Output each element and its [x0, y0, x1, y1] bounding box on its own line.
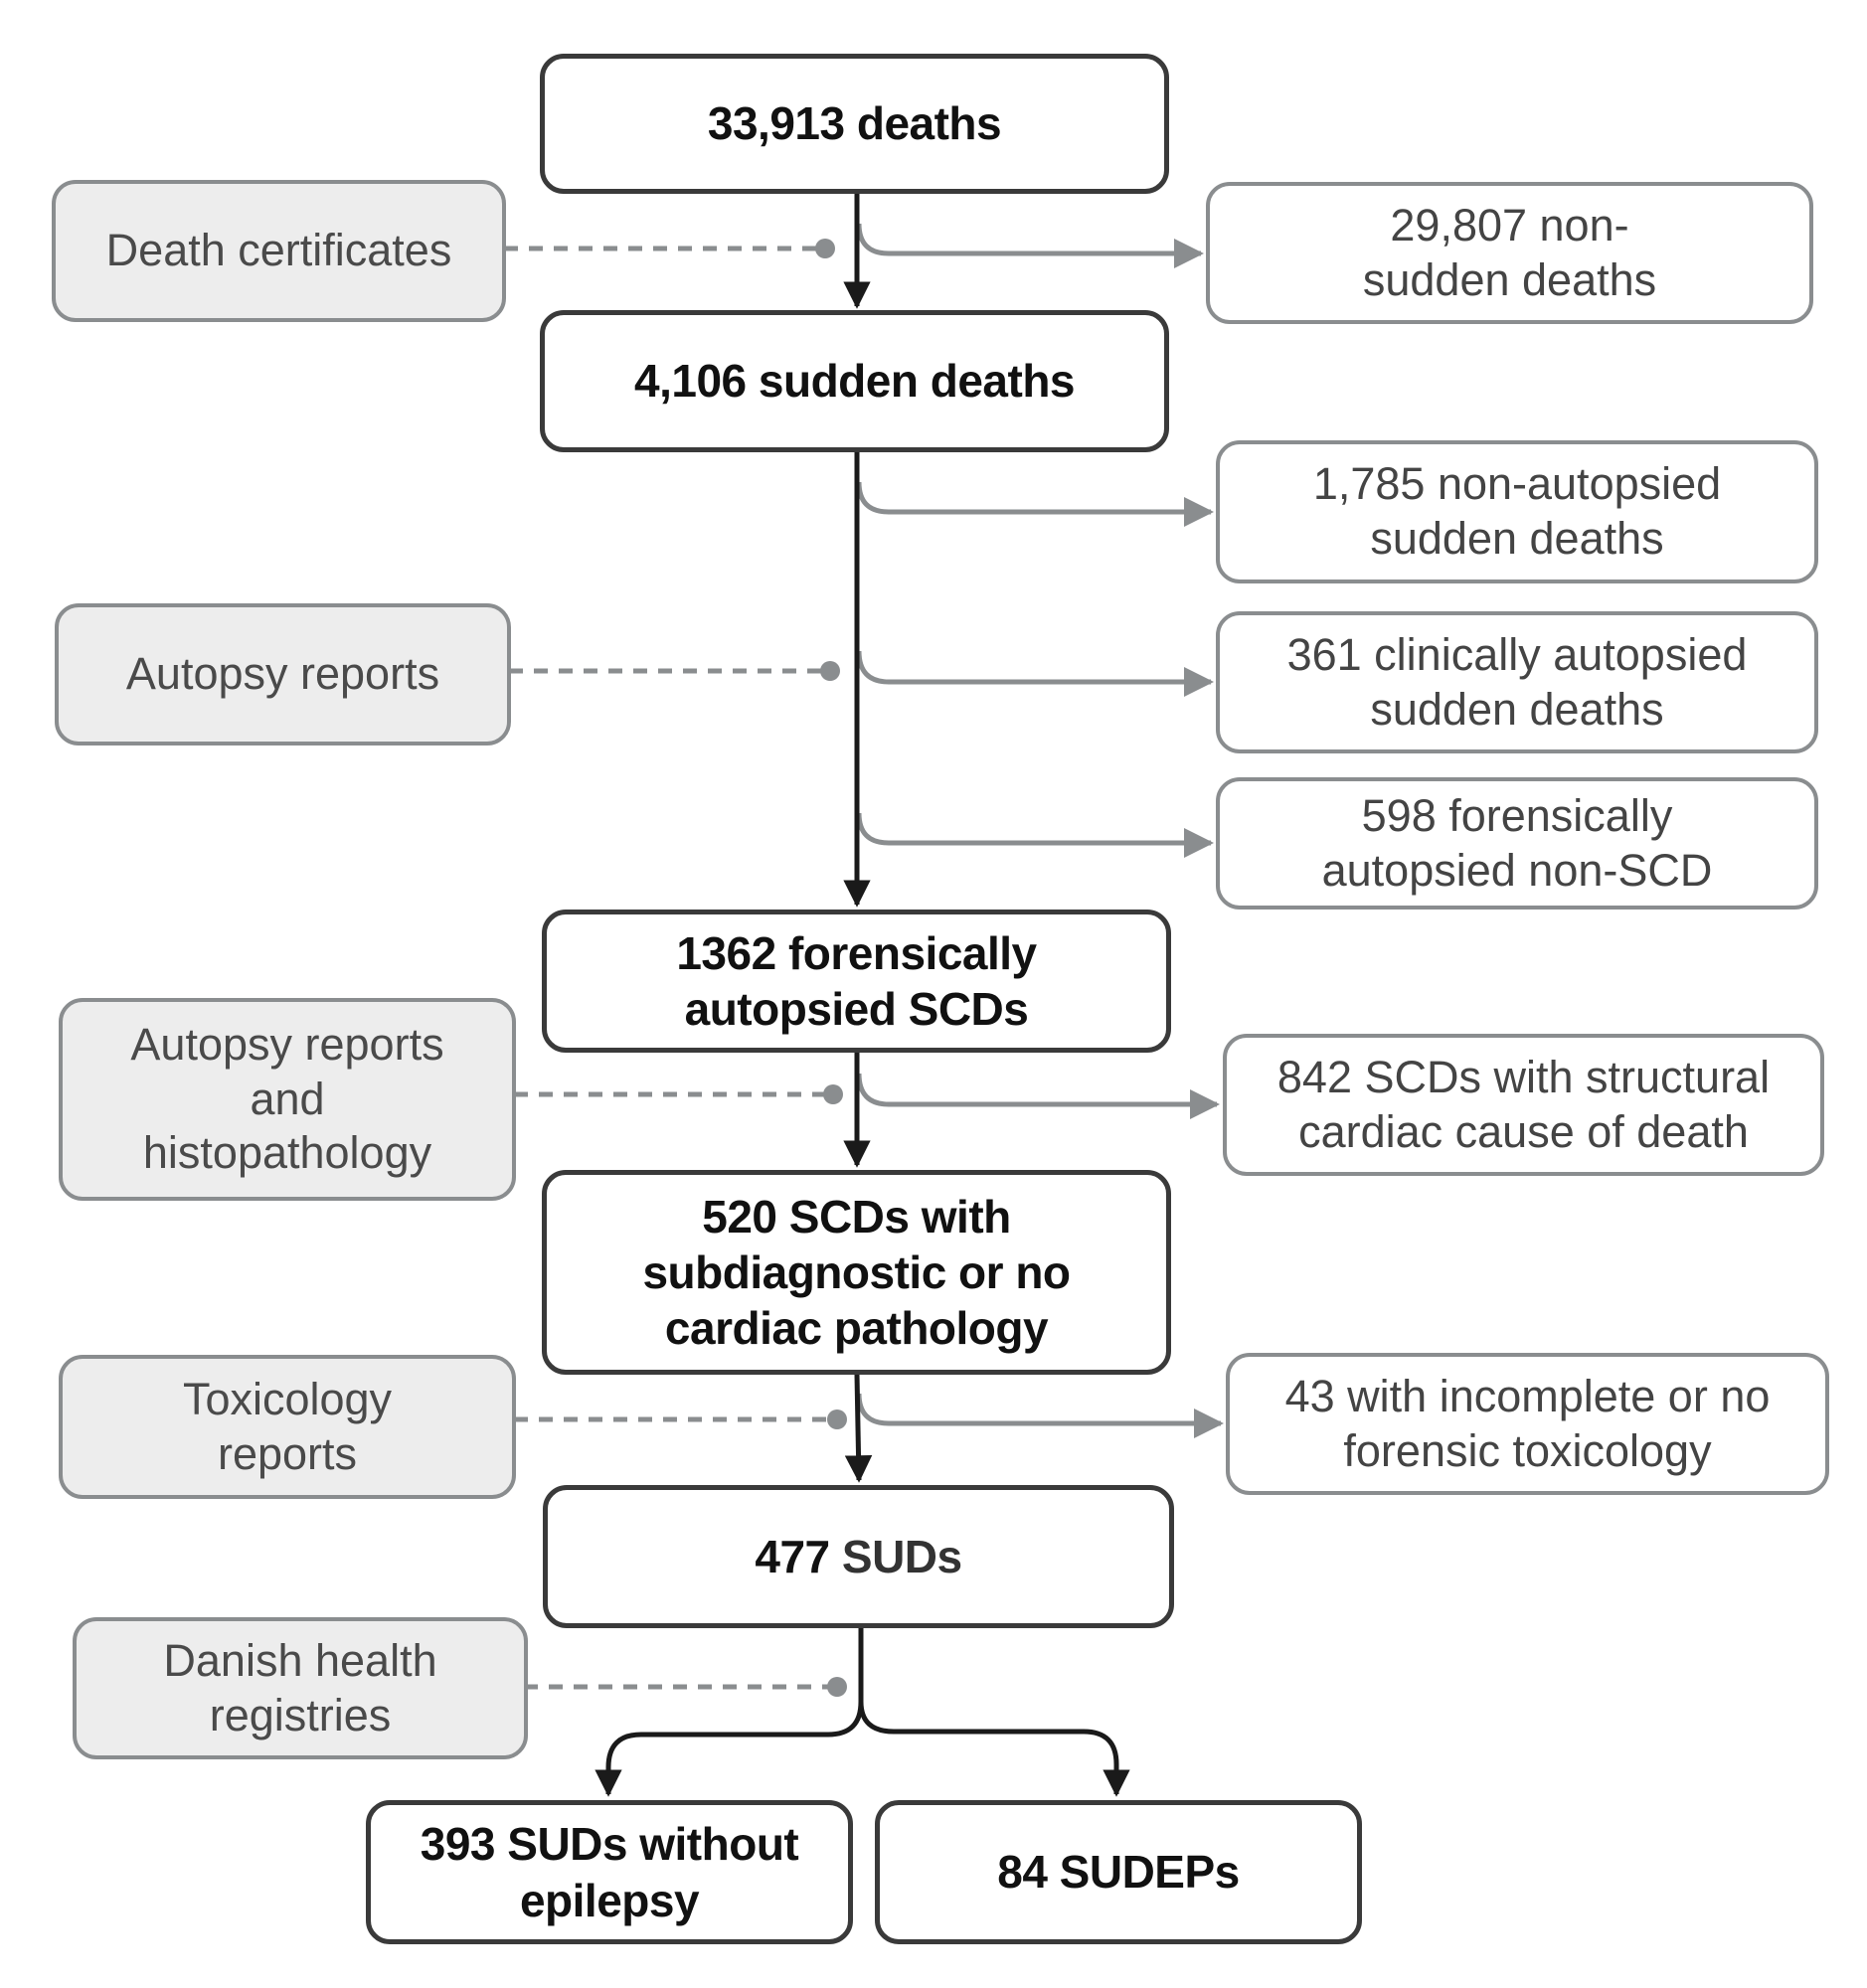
arrow-to-clinically-autopsied: [856, 650, 1214, 697]
source-dots: [815, 239, 847, 1697]
box-subdiagnostic: 520 SCDs with subdiagnostic or no cardia…: [542, 1170, 1171, 1375]
arrow-to-incomplete-tox: [856, 1393, 1224, 1438]
sudeps-label: 84 SUDEPs: [997, 1846, 1240, 1899]
suds-label: 477 SUDs: [755, 1529, 962, 1584]
box-suds-without-epilepsy: 393 SUDs without epilepsy: [366, 1800, 853, 1944]
dot-autopsy-reports: [820, 661, 840, 681]
autopsy-reports-label: Autopsy reports: [125, 648, 440, 700]
arrow-subdiagnostic-to-sud: [844, 1374, 873, 1483]
arrow-to-structural: [856, 1073, 1220, 1119]
non-sudden-deaths-label: 29,807 non-sudden deaths: [1362, 199, 1657, 305]
box-structural-cause: 842 SCDs with structural cardiac cause o…: [1223, 1034, 1824, 1176]
arrow-to-non-sudden: [856, 223, 1204, 268]
box-danish-registries: Danish health registries: [73, 1617, 528, 1759]
arrow-to-non-autopsied: [856, 481, 1214, 527]
danish-registries-label: Danish health registries: [163, 1634, 437, 1740]
dot-toxicology: [827, 1409, 847, 1429]
arrow-sud-to-sudep: [858, 1701, 1130, 1797]
sudden-deaths-label: 4,106 sudden deaths: [634, 355, 1076, 408]
box-sudden-deaths: 4,106 sudden deaths: [540, 310, 1169, 452]
box-toxicology-reports: Toxicology reports: [59, 1355, 516, 1499]
arrow-sud-to-no-epilepsy: [594, 1628, 864, 1797]
suds-word: SUDs: [841, 1530, 962, 1582]
dot-autopsy-histopathology: [823, 1084, 843, 1104]
dot-death-certificates: [815, 239, 835, 258]
toxicology-reports-label: Toxicology reports: [182, 1373, 393, 1479]
source-connectors: [504, 246, 833, 1690]
subdiagnostic-label: 520 SCDs with subdiagnostic or no cardia…: [642, 1190, 1071, 1355]
box-total-deaths: 33,913 deaths: [540, 54, 1169, 194]
box-non-sudden-deaths: 29,807 non-sudden deaths: [1206, 182, 1813, 324]
suds-count: 477: [755, 1530, 830, 1582]
box-incomplete-toxicology: 43 with incomplete or no forensic toxico…: [1226, 1353, 1829, 1495]
main-flow-arrows: [594, 194, 1130, 1797]
non-autopsied-label: 1,785 non-autopsied sudden deaths: [1312, 458, 1722, 564]
death-certificates-label: Death certificates: [105, 225, 452, 276]
box-suds: 477 SUDs: [543, 1485, 1174, 1628]
dot-registries: [827, 1677, 847, 1697]
incomplete-toxicology-label: 43 with incomplete or no forensic toxico…: [1284, 1370, 1771, 1476]
forensic-non-scd-label: 598 forensically autopsied non-SCD: [1321, 789, 1713, 896]
box-forensic-scds: 1362 forensically autopsied SCDs: [542, 910, 1171, 1053]
autopsy-histopathology-label: Autopsy reports and histopathology: [130, 1018, 444, 1179]
box-non-autopsied: 1,785 non-autopsied sudden deaths: [1216, 440, 1818, 583]
box-forensic-non-scd: 598 forensically autopsied non-SCD: [1216, 777, 1818, 910]
box-autopsy-histopathology: Autopsy reports and histopathology: [59, 998, 516, 1201]
box-death-certificates: Death certificates: [52, 180, 506, 322]
box-sudeps: 84 SUDEPs: [875, 1800, 1362, 1944]
total-deaths-label: 33,913 deaths: [707, 97, 1002, 150]
forensic-scds-label: 1362 forensically autopsied SCDs: [676, 926, 1037, 1035]
structural-cause-label: 842 SCDs with structural cardiac cause o…: [1276, 1051, 1771, 1157]
arrow-to-forensic-non-scd: [856, 812, 1214, 858]
suds-without-epilepsy-label: 393 SUDs without epilepsy: [420, 1818, 799, 1926]
box-clinically-autopsied: 361 clinically autopsied sudden deaths: [1216, 611, 1818, 753]
box-autopsy-reports: Autopsy reports: [55, 603, 511, 746]
clinically-autopsied-label: 361 clinically autopsied sudden deaths: [1286, 628, 1748, 735]
